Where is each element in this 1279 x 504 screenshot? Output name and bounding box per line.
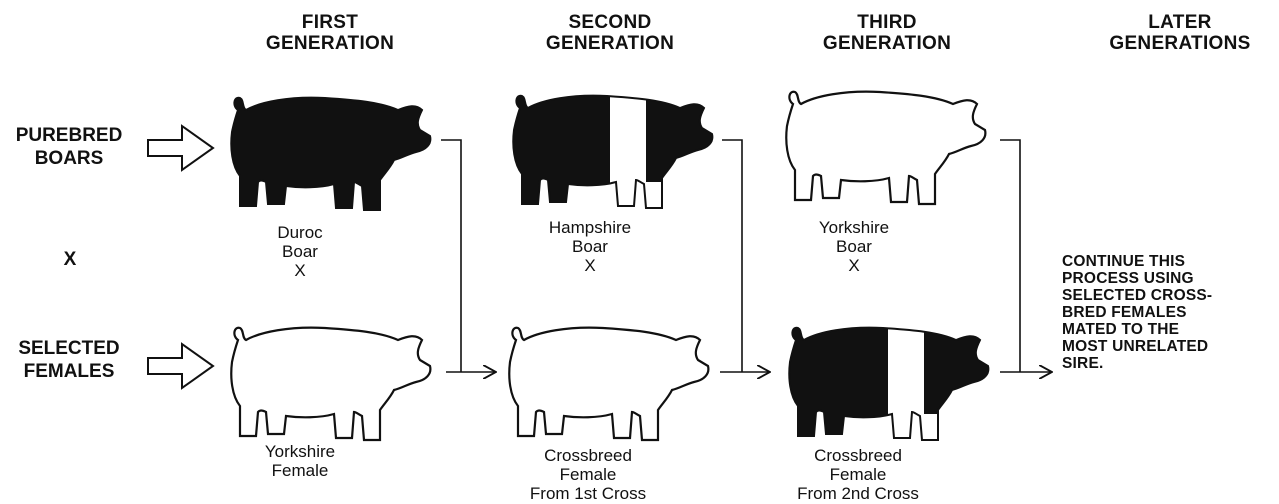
block-arrow-females <box>148 344 213 388</box>
pig-crossbreed-female-2nd <box>789 318 988 448</box>
connector-gen3-to-later <box>1000 140 1052 372</box>
pig-crossbreed-female-1st <box>509 328 708 440</box>
pig-hampshire-boar <box>513 86 712 216</box>
pig-yorkshire-boar <box>786 92 985 204</box>
block-arrow-boars <box>148 126 213 170</box>
connector-gen2-to-gen3 <box>720 140 770 372</box>
pig-duroc-boar <box>231 98 430 210</box>
pig-yorkshire-female <box>231 328 430 440</box>
connector-gen1-to-gen2 <box>441 140 496 372</box>
